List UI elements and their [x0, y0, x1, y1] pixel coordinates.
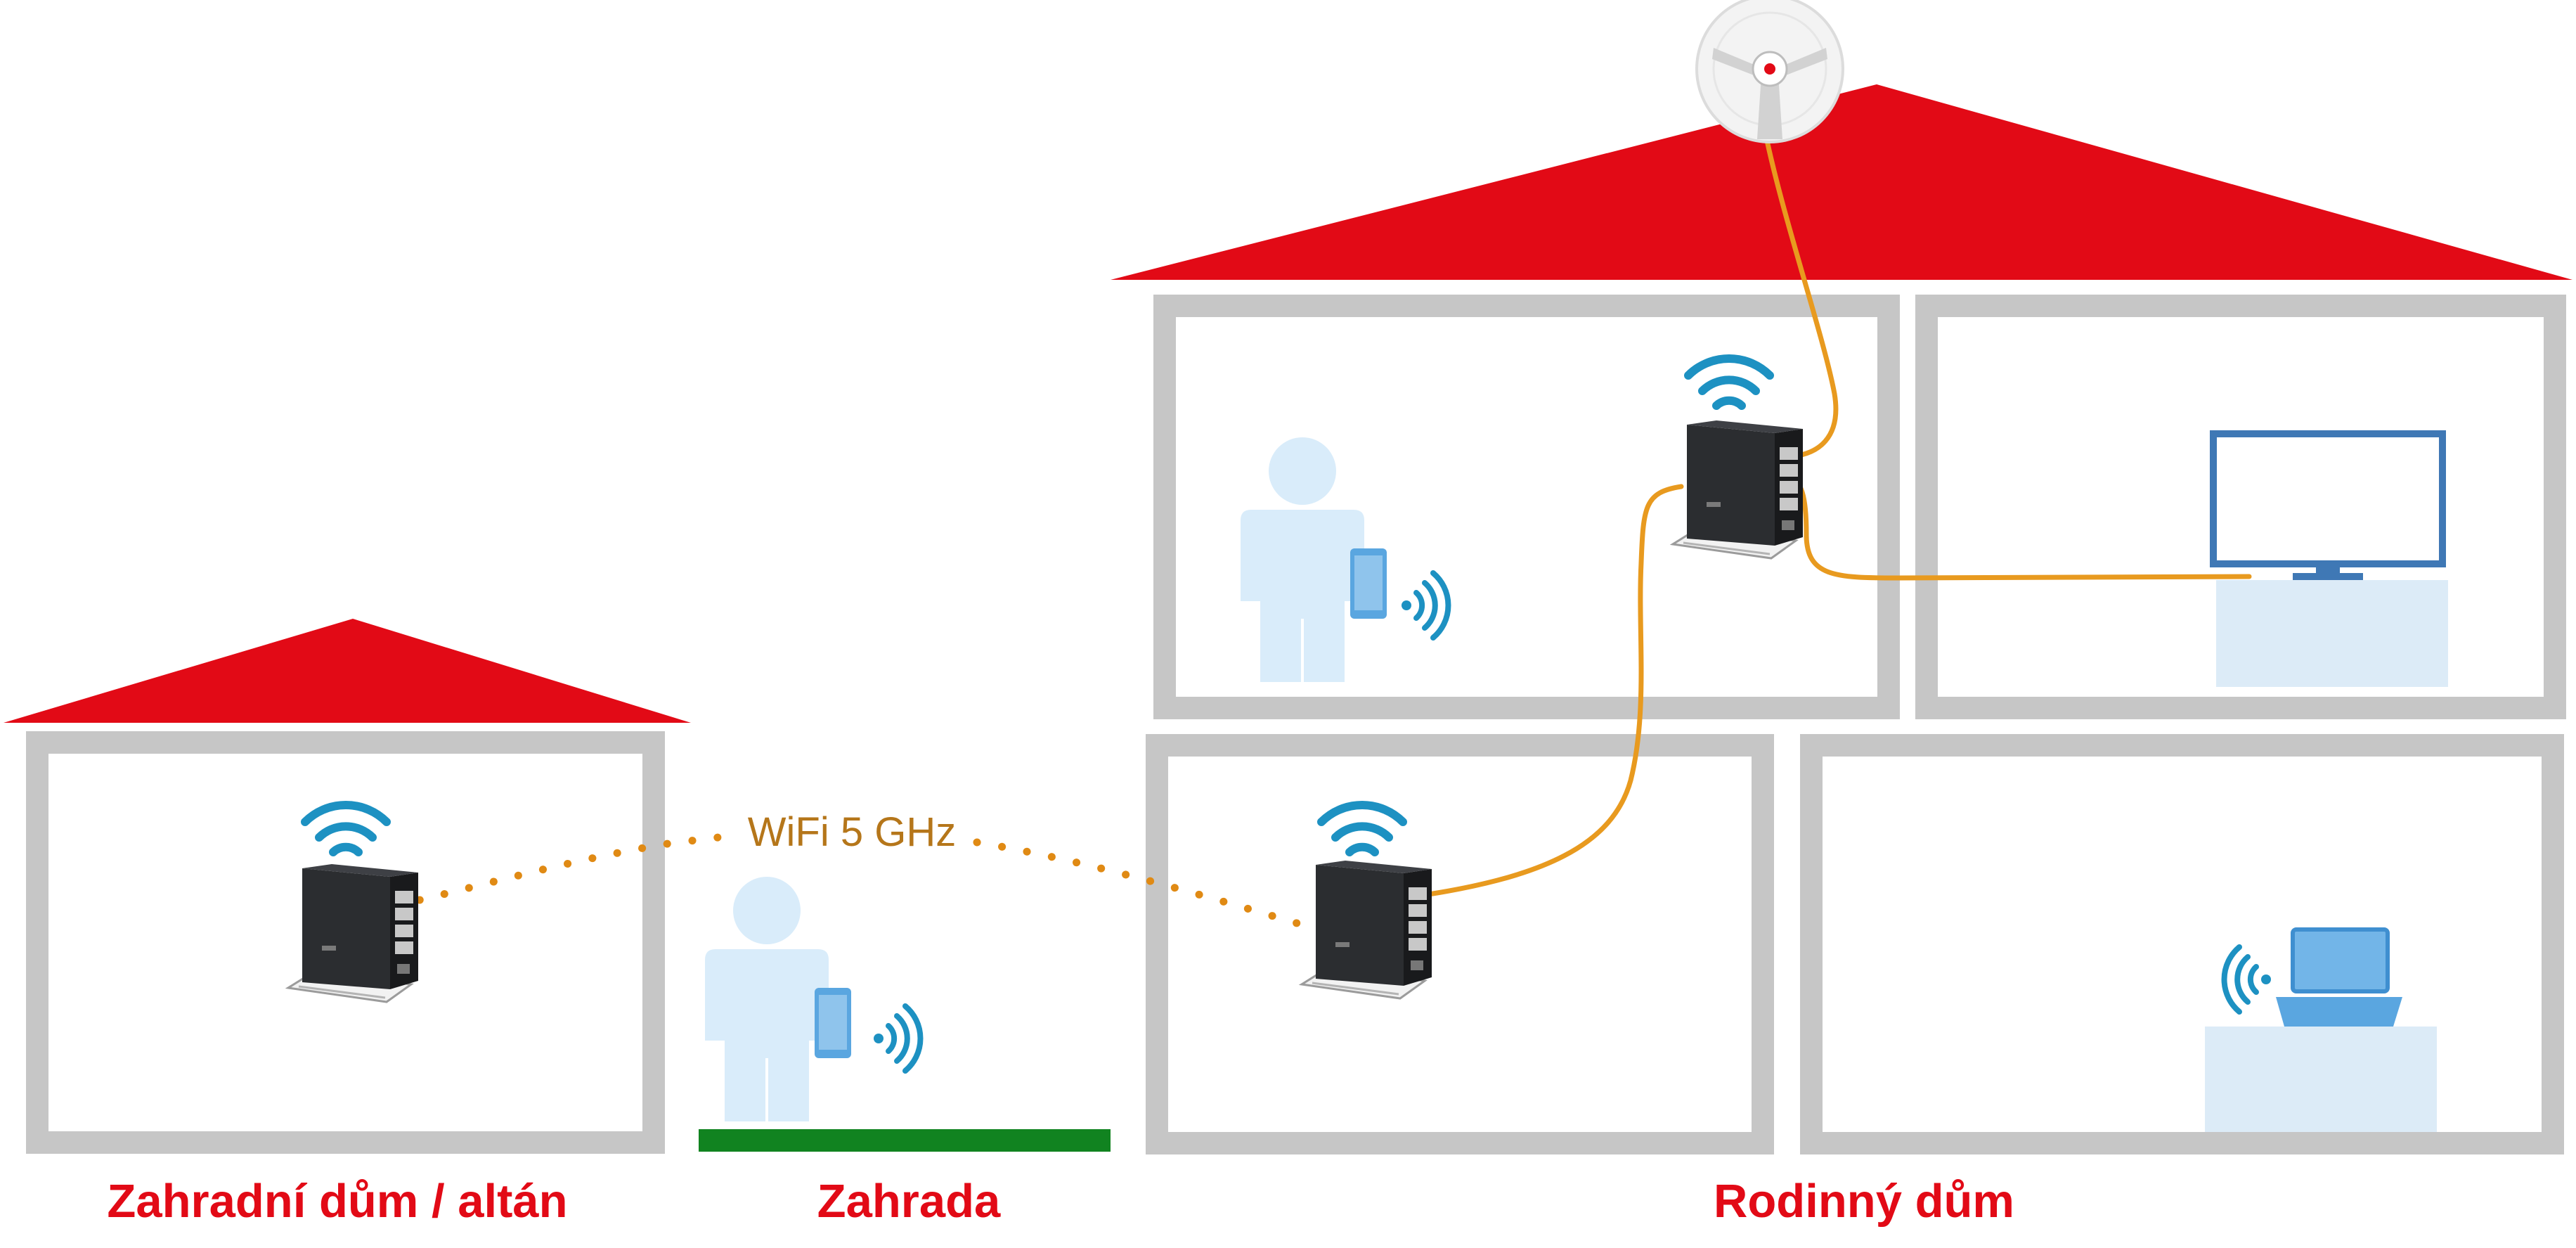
cable-router-to-tv [1781, 470, 2252, 581]
wifi-signal-icon [305, 805, 387, 852]
room-lower-right [1800, 734, 2564, 1154]
garden-house-wall [26, 731, 665, 1154]
wifi-signal-icon [1688, 359, 1770, 406]
outdoor-wifi-antenna-icon [1695, 0, 1844, 143]
family-house [1111, 84, 2572, 1154]
wireless-router-icon [1671, 419, 1804, 560]
person-icon [705, 877, 851, 1121]
cable-antenna-to-router [1764, 138, 1839, 460]
garden-house-roof [4, 619, 691, 723]
wifi-signal-icon [1321, 805, 1403, 852]
wireless-router-icon [287, 863, 420, 1003]
smartphone-icon [874, 1006, 920, 1071]
garden-house-caption: Zahradní dům / altán [107, 1175, 567, 1228]
room-upper-left [1153, 295, 1900, 719]
garden-house [4, 619, 691, 1154]
wifi-link-dotted-line [391, 832, 728, 910]
family-house-roof [1111, 84, 2572, 280]
room-lower-left [1146, 734, 1774, 1154]
wireless-router-icon [1300, 859, 1433, 1000]
garden-caption: Zahrada [817, 1175, 1001, 1228]
person-icon [1241, 437, 1387, 682]
room-upper-right [1915, 295, 2566, 719]
wifi-signal-icon [2225, 947, 2271, 1012]
tv-icon [2210, 430, 2448, 687]
wifi-link-dotted-line-right [973, 838, 1313, 931]
smartphone-icon [1402, 573, 1448, 638]
garden-grass [699, 1129, 1111, 1152]
family-house-caption: Rodinný dům [1714, 1175, 2014, 1228]
laptop-desk [2205, 1027, 2437, 1132]
laptop-icon [2205, 927, 2437, 1132]
wifi-link-label: WiFi 5 GHz [748, 809, 956, 855]
tv-stand-furniture [2216, 580, 2448, 687]
cable-router-to-router [1402, 484, 1684, 901]
